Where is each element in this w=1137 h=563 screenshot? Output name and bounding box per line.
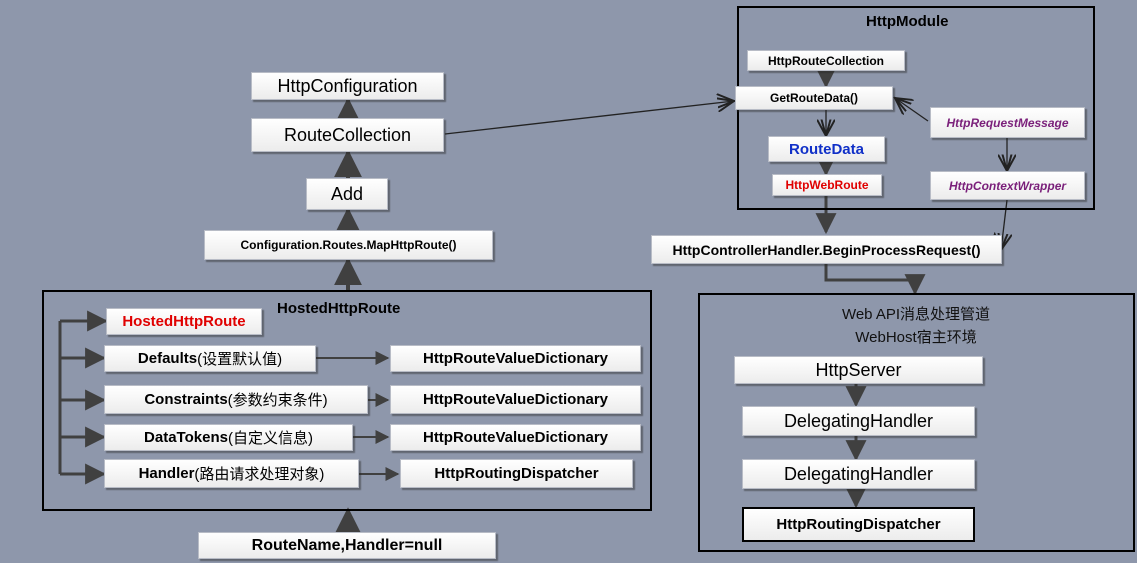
constraints-box[interactable]: Constraints(参数约束条件) bbox=[104, 385, 368, 414]
get-route-data-box[interactable]: GetRouteData() bbox=[735, 86, 893, 110]
handler-dispatcher-box[interactable]: HttpRoutingDispatcher bbox=[400, 459, 633, 488]
arrow-controllerhandler-to-pipeline bbox=[824, 264, 926, 296]
datatokens-label: DataTokens bbox=[144, 429, 228, 446]
delegating-handler-box-2[interactable]: DelegatingHandler bbox=[742, 459, 975, 489]
defaults-dictionary-box[interactable]: HttpRouteValueDictionary bbox=[390, 345, 641, 372]
defaults-label: Defaults bbox=[137, 350, 198, 367]
map-http-route-box[interactable]: Configuration.Routes.MapHttpRoute() bbox=[204, 230, 493, 260]
datatokens-dictionary-box[interactable]: HttpRouteValueDictionary bbox=[390, 424, 641, 451]
delegating-handler-box-1[interactable]: DelegatingHandler bbox=[742, 406, 975, 436]
handler-label: Handler bbox=[138, 465, 195, 482]
http-route-collection-box[interactable]: HttpRouteCollection bbox=[747, 50, 905, 71]
hosted-route-frame bbox=[42, 290, 652, 511]
arrow-requestmessage-to-getroutedata bbox=[895, 98, 929, 122]
pipeline-frame bbox=[698, 293, 1135, 552]
hosted-http-route-box[interactable]: HostedHttpRoute bbox=[106, 308, 262, 335]
http-server-box[interactable]: HttpServer bbox=[734, 356, 983, 384]
constraints-label: Constraints bbox=[144, 391, 228, 408]
defaults-note: (设置默认值) bbox=[197, 351, 283, 368]
datatokens-box[interactable]: DataTokens(自定义信息) bbox=[104, 424, 353, 451]
route-collection-box[interactable]: RouteCollection bbox=[251, 118, 444, 152]
http-web-route-box[interactable]: HttpWebRoute bbox=[772, 174, 882, 196]
defaults-box[interactable]: Defaults(设置默认值) bbox=[104, 345, 316, 372]
http-context-wrapper-box[interactable]: HttpContextWrapper bbox=[930, 171, 1085, 200]
handler-note: (路由请求处理对象) bbox=[194, 466, 325, 483]
add-box[interactable]: Add bbox=[306, 178, 388, 210]
http-configuration-box[interactable]: HttpConfiguration bbox=[251, 72, 444, 100]
route-data-box[interactable]: RouteData bbox=[768, 136, 885, 162]
hosted-route-title: HostedHttpRoute bbox=[277, 300, 401, 317]
httpmodule-title: HttpModule bbox=[866, 13, 949, 30]
route-name-box[interactable]: RouteName,Handler=null bbox=[198, 532, 496, 559]
constraints-note: (参数约束条件) bbox=[227, 392, 328, 409]
handler-box[interactable]: Handler(路由请求处理对象) bbox=[104, 459, 359, 488]
pipeline-title-line2: WebHost宿主环境 bbox=[855, 329, 977, 346]
constraints-dictionary-box[interactable]: HttpRouteValueDictionary bbox=[390, 385, 641, 414]
controller-handler-box[interactable]: HttpControllerHandler.BeginProcessReques… bbox=[651, 235, 1002, 264]
pipeline-dispatcher-box[interactable]: HttpRoutingDispatcher bbox=[742, 507, 975, 542]
http-request-message-box[interactable]: HttpRequestMessage bbox=[930, 107, 1085, 138]
arrow-routecollection-to-getroutedata bbox=[444, 101, 734, 135]
datatokens-note: (自定义信息) bbox=[227, 430, 313, 447]
pipeline-title-line1: Web API消息处理管道 bbox=[841, 306, 991, 323]
